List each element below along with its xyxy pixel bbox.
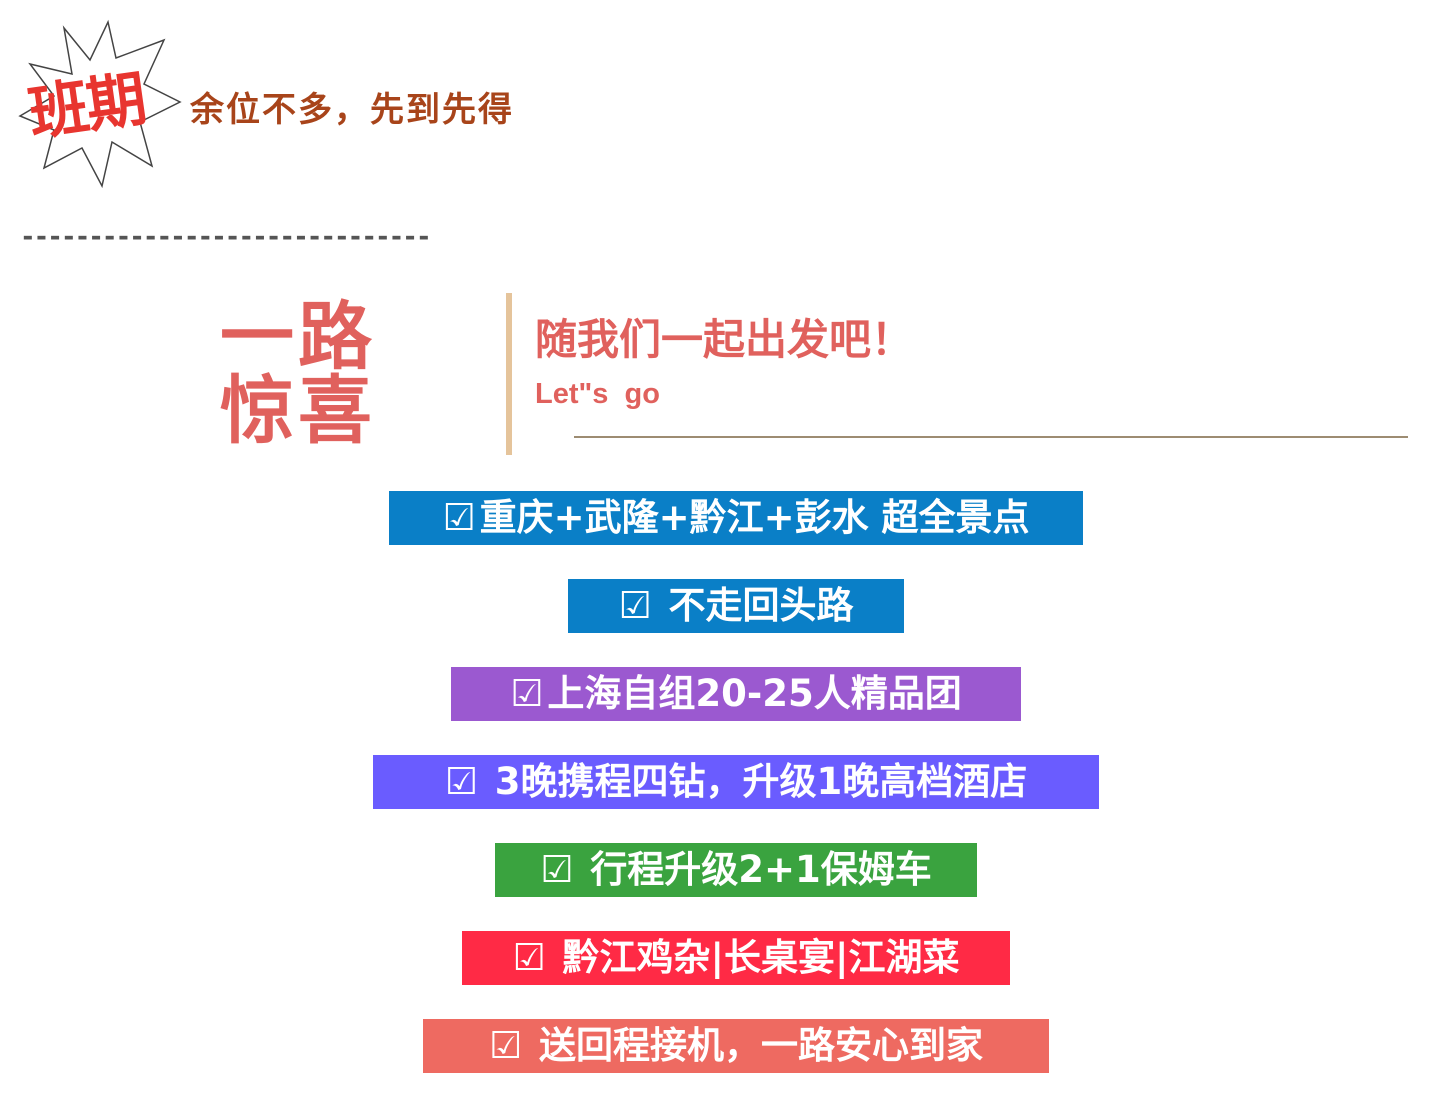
vertical-accent-bar xyxy=(506,293,512,455)
checkbox-icon: ☑ xyxy=(442,496,476,539)
hero-subtitle: 随我们一起出发吧！ xyxy=(535,315,914,364)
checkbox-icon: ☑ xyxy=(488,1024,523,1067)
schedule-badge-text: 班期 xyxy=(24,64,150,150)
checkbox-icon: ☑ xyxy=(618,584,652,627)
checkbox-icon: ☑ xyxy=(540,848,574,891)
hero-subtitle-en: Let"s go xyxy=(535,378,660,410)
feature-banner: ☑ 黔江鸡杂|长桌宴|江湖菜 xyxy=(462,931,1010,985)
checkbox-icon: ☑ xyxy=(512,936,546,979)
feature-text: 不走回头路 xyxy=(668,584,854,627)
dashed-divider: ------------------------------ xyxy=(20,222,432,252)
tagline: 余位不多，先到先得 xyxy=(190,90,514,130)
feature-banner: ☑ 送回程接机，一路安心到家 xyxy=(423,1019,1049,1073)
hero-title: 一路惊喜 xyxy=(220,294,376,454)
feature-text: 重庆+武隆+黔江+彭水 超全景点 xyxy=(479,496,1030,539)
feature-text: 上海自组20-25人精品团 xyxy=(547,672,962,715)
feature-text: 送回程接机，一路安心到家 xyxy=(539,1024,984,1067)
feature-banner: ☑ 3晚携程四钻，升级1晚高档酒店 xyxy=(373,755,1099,809)
horizontal-divider xyxy=(574,436,1408,438)
feature-banner: ☑ 行程升级2+1保姆车 xyxy=(495,843,977,897)
checkbox-icon: ☑ xyxy=(444,760,478,803)
feature-banner: ☑上海自组20-25人精品团 xyxy=(451,667,1021,721)
feature-text: 3晚携程四钻，升级1晚高档酒店 xyxy=(494,760,1028,803)
feature-banner: ☑重庆+武隆+黔江+彭水 超全景点 xyxy=(389,491,1083,545)
feature-banner: ☑ 不走回头路 xyxy=(568,579,904,633)
feature-text: 黔江鸡杂|长桌宴|江湖菜 xyxy=(562,936,960,979)
starburst-badge-icon xyxy=(18,19,182,189)
checkbox-icon: ☑ xyxy=(510,672,544,715)
feature-text: 行程升级2+1保姆车 xyxy=(590,848,932,891)
